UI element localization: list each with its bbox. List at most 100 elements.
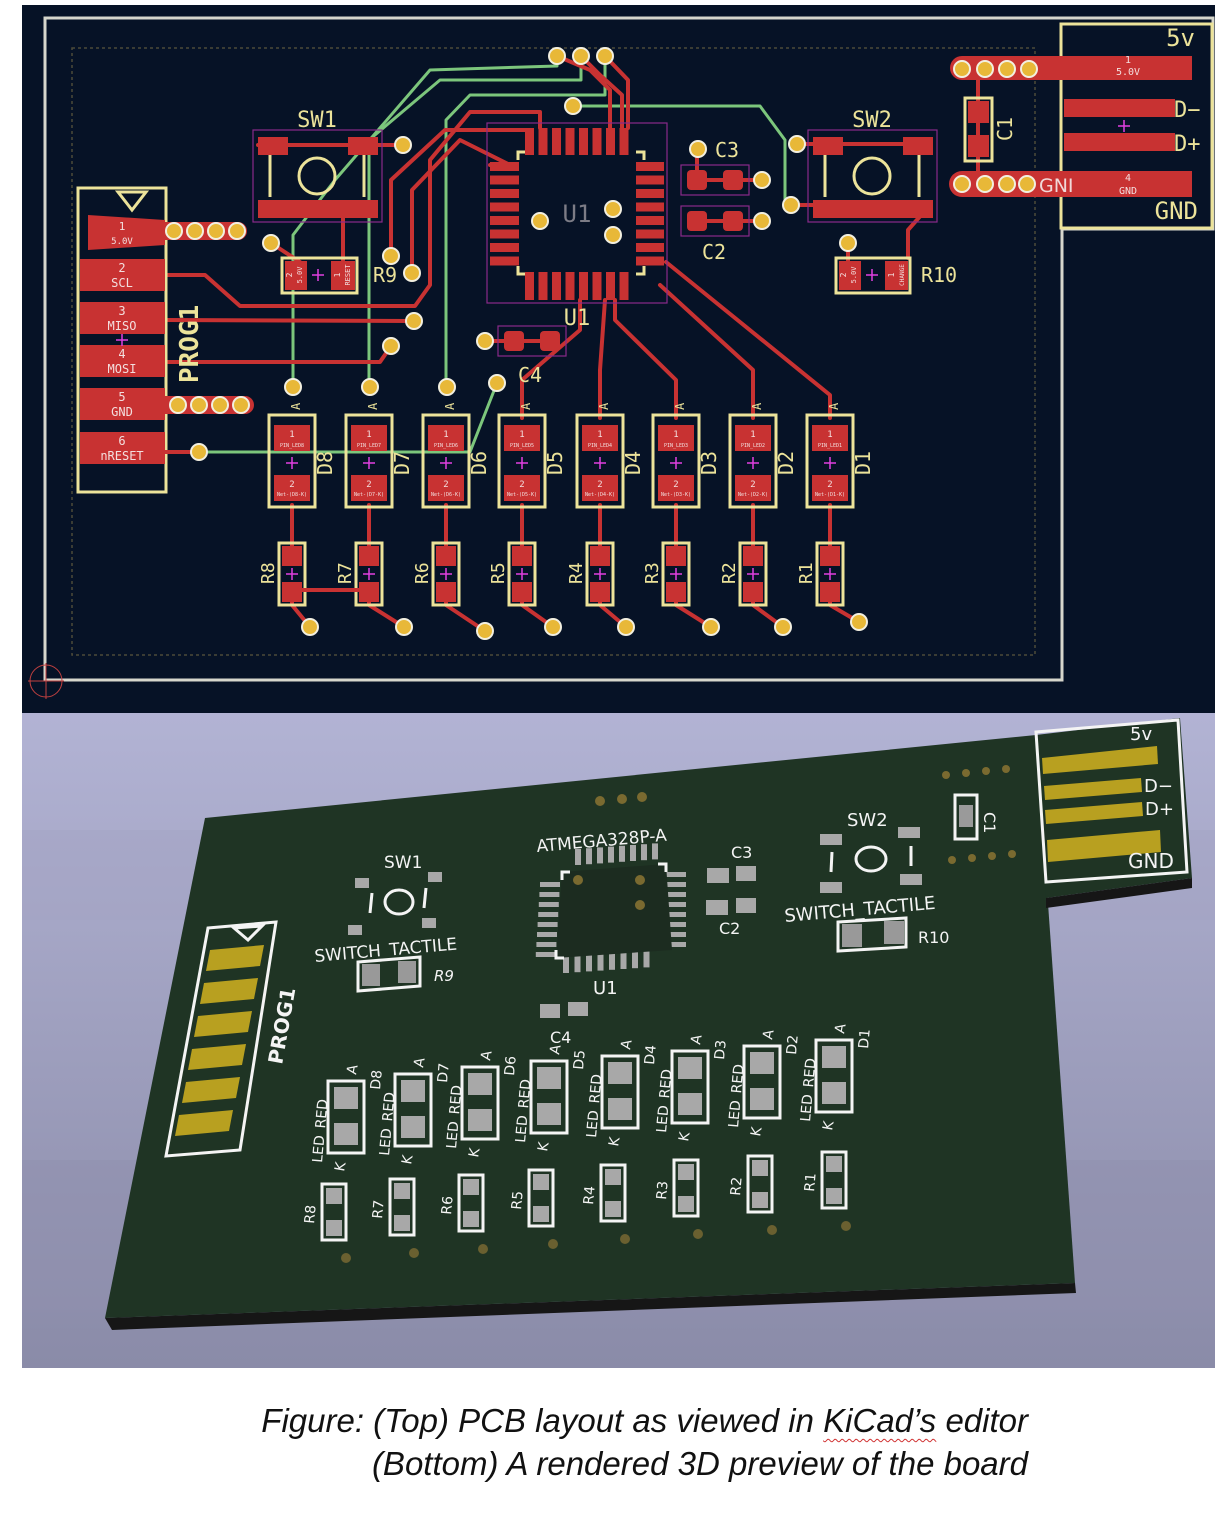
pad-number: 1 bbox=[750, 430, 755, 440]
led-outline bbox=[651, 413, 701, 509]
anode-label: A bbox=[366, 402, 380, 410]
usb-connector-3d: 5v D− D+ GND C1 bbox=[942, 718, 1189, 884]
caption-misspelled-word: KiCad’s bbox=[823, 1402, 937, 1439]
u1-pad bbox=[490, 229, 519, 239]
anode-label-3d: A bbox=[547, 1043, 564, 1056]
resistor-pad bbox=[743, 546, 763, 566]
c2-capacitor: C2 bbox=[680, 205, 771, 264]
u1-pin-3d bbox=[666, 922, 686, 927]
resistor-r4: R4 bbox=[566, 541, 635, 636]
pad-name: Net-(D8-K) bbox=[277, 492, 307, 498]
led-value-3d: LED_RED bbox=[654, 1068, 675, 1133]
resistor-ref-3d: R6 bbox=[439, 1195, 457, 1215]
resistor-r6: R6 bbox=[412, 541, 494, 640]
led-body-3d bbox=[670, 1049, 710, 1125]
led-ref-label: D8 bbox=[313, 451, 337, 475]
u1-pad bbox=[636, 202, 664, 212]
led-pad-1 bbox=[428, 425, 464, 451]
u1-pad bbox=[565, 272, 575, 300]
c2-label-3d: C2 bbox=[719, 919, 740, 938]
led-pad-2 bbox=[658, 475, 694, 501]
u1-pin-3d bbox=[609, 951, 615, 970]
resistor-3d-r4: R4 bbox=[581, 1163, 630, 1244]
u1-pin-3d bbox=[538, 912, 559, 917]
u1-pin-3d bbox=[574, 954, 581, 973]
via-3d bbox=[409, 1248, 419, 1258]
resistor-ref-label: R2 bbox=[719, 562, 740, 584]
pad-name: Net-(D3-K) bbox=[661, 492, 691, 498]
sw2-label: SW2 bbox=[852, 108, 892, 133]
pad-number: 2 bbox=[285, 272, 294, 277]
led-outline bbox=[805, 413, 855, 509]
led-ref-label: D2 bbox=[774, 451, 798, 475]
anode-label: A bbox=[443, 402, 457, 410]
anode-label-3d: A bbox=[688, 1033, 705, 1046]
resistor-outline bbox=[507, 541, 537, 607]
resistor-3d-r5: R5 bbox=[509, 1168, 558, 1249]
board-edge bbox=[105, 1283, 1076, 1330]
cathode-label-3d: K bbox=[535, 1140, 552, 1153]
pad-number: 2 bbox=[443, 480, 448, 490]
c4-label-3d: C4 bbox=[550, 1028, 571, 1047]
pad-number: 4 bbox=[1125, 173, 1131, 184]
resistor-r2: R2 bbox=[719, 541, 792, 636]
prog-pad-4 bbox=[80, 345, 165, 377]
pad-name: MOSI bbox=[108, 362, 137, 376]
pad-name: PIN_LED5 bbox=[510, 443, 534, 449]
figure-caption-line1: Figure: (Top) PCB layout as viewed in Ki… bbox=[261, 1402, 1028, 1440]
u1-pin-3d bbox=[563, 955, 569, 973]
led-ref-label: D3 bbox=[697, 451, 721, 475]
u1-pin-3d bbox=[539, 892, 560, 897]
via bbox=[301, 618, 319, 636]
led-ref-label: D6 bbox=[467, 451, 491, 475]
led-ref-3d: D1 bbox=[856, 1028, 874, 1049]
pad-number: 2 bbox=[289, 480, 294, 490]
u1-pin-3d bbox=[537, 922, 558, 927]
pin1-marker-icon bbox=[114, 190, 150, 213]
resistor-pad bbox=[666, 546, 686, 566]
via-3d bbox=[478, 1244, 488, 1254]
resistor-pad bbox=[590, 546, 610, 566]
u1-pin-3d bbox=[575, 849, 581, 865]
figure-caption-line2: (Bottom) A rendered 3D preview of the bo… bbox=[371, 1445, 1028, 1482]
resistor-body-3d bbox=[599, 1163, 627, 1223]
u1-pin-3d bbox=[630, 845, 636, 861]
pad-name: RESET bbox=[344, 264, 352, 286]
led-outline bbox=[267, 413, 317, 509]
resistor-outline bbox=[277, 541, 307, 607]
u1-pad bbox=[565, 128, 575, 155]
c2-label: C2 bbox=[702, 240, 726, 264]
c3-label: C3 bbox=[715, 138, 739, 162]
pad-number: 1 bbox=[443, 430, 448, 440]
resistor-ref-label: R4 bbox=[566, 562, 587, 584]
u1-pin-3d bbox=[537, 932, 557, 937]
u1-pin-3d bbox=[586, 953, 592, 972]
resistor-body-3d bbox=[672, 1158, 700, 1218]
u1-pin-3d bbox=[632, 950, 638, 969]
sw1-label: SW1 bbox=[297, 108, 337, 133]
caption-text: editor bbox=[936, 1402, 1028, 1439]
u1-pad bbox=[538, 272, 548, 300]
u1-pin-3d bbox=[608, 846, 614, 863]
anode-label: A bbox=[597, 402, 611, 410]
u1-pin-3d bbox=[619, 845, 625, 862]
usb-dplus-label: D+ bbox=[1174, 132, 1201, 157]
usb-5v-label: 5v bbox=[1166, 24, 1195, 52]
resistor-pad bbox=[590, 582, 610, 602]
resistor-pad bbox=[743, 582, 763, 602]
anode-label-3d: A bbox=[832, 1022, 849, 1035]
u1-pin-3d bbox=[666, 912, 686, 917]
caption-text: Figure: (Top) PCB layout as viewed in bbox=[261, 1402, 824, 1439]
resistor-body-3d bbox=[746, 1154, 774, 1214]
resistor-ref-label: R5 bbox=[488, 562, 509, 584]
prog1-connector-3d: PROG1 bbox=[164, 920, 300, 1158]
resistor-outline bbox=[431, 541, 461, 607]
usb-gnd-label-3d: GND bbox=[1128, 849, 1174, 873]
resistor-outline bbox=[661, 541, 691, 607]
led-pad-1 bbox=[274, 425, 310, 451]
pad-number: 4 bbox=[118, 347, 125, 361]
resistor-ref-label: R8 bbox=[258, 562, 279, 584]
